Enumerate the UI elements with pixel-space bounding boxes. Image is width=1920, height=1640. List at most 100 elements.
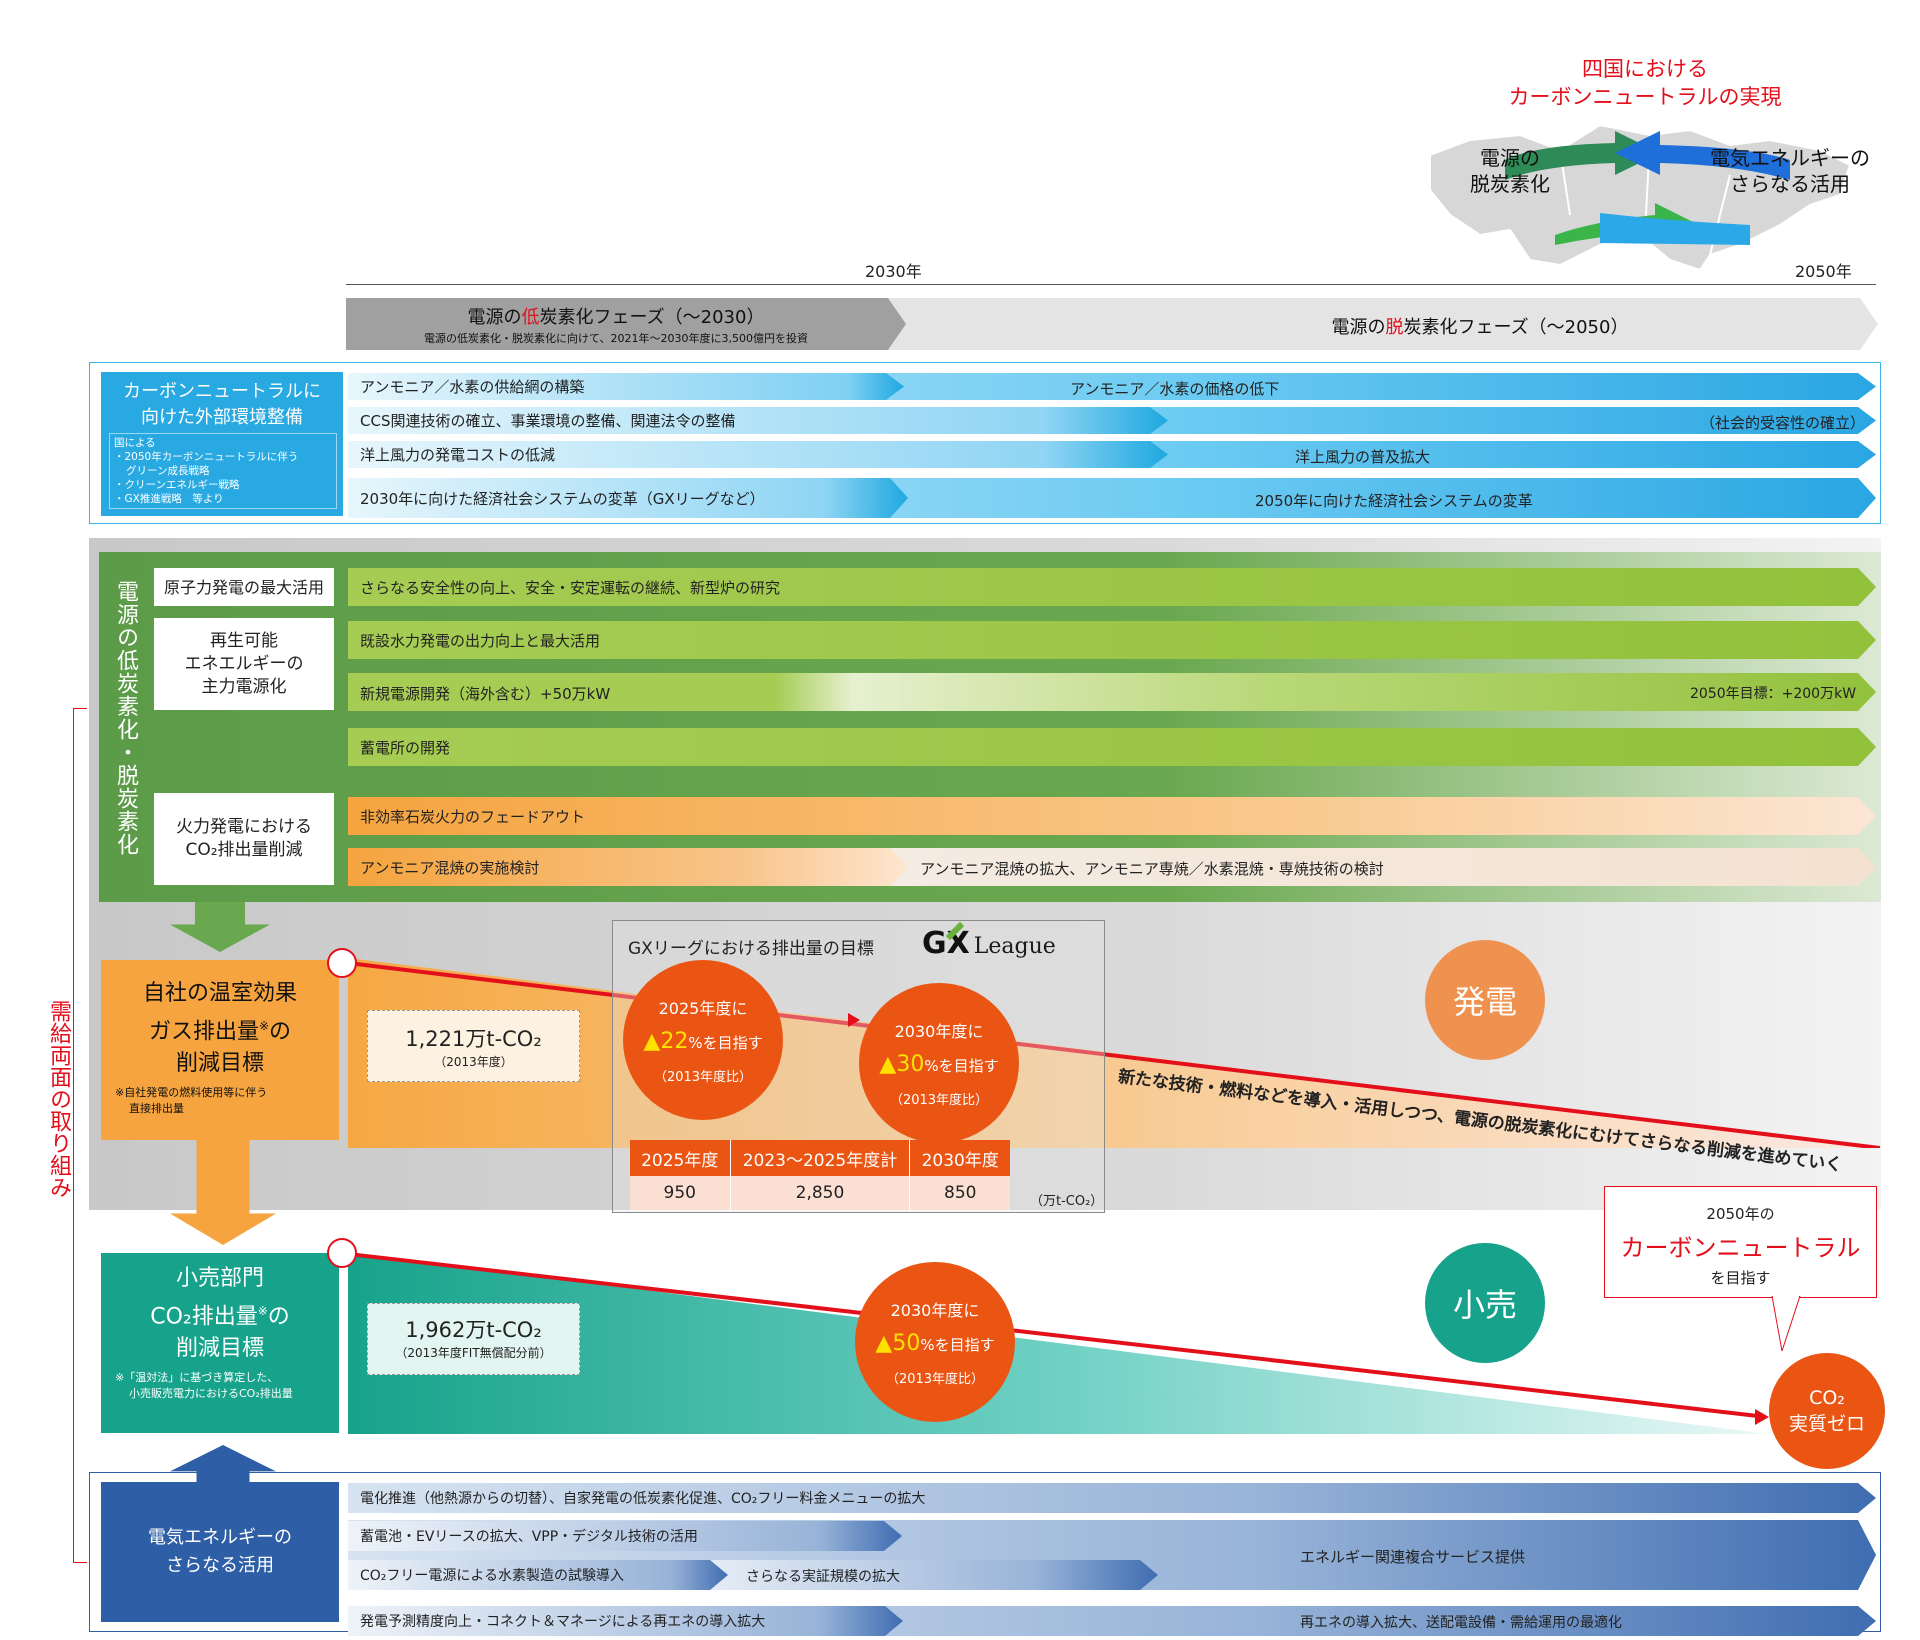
generation-box-note-line1: ※自社発電の燃料使用等に伴う (115, 1086, 268, 1100)
side-label-text: 需給両面の取り組み (46, 1000, 71, 1198)
external-label-line1: カーボンニュートラルに (123, 381, 321, 402)
map-title-line1: 四国における (1582, 57, 1708, 81)
demand-label-line1: 電気エネルギーの (148, 1527, 292, 1548)
map-title: 四国における カーボンニュートラルの実現 (1410, 55, 1880, 111)
retail-base-year: （2013年度FIT無償配分前） (395, 1346, 552, 1360)
demand-row-2: 蓄電池・EVリースの拡大、VPP・デジタル技術の活用 (348, 1521, 902, 1551)
gx-unit: （万t-CO₂） (1030, 1194, 1104, 1209)
retail-target-2030-line1: 2030年度に (890, 1301, 980, 1320)
external-row-1-left: アンモニア／水素の供給網の構築 (348, 373, 904, 400)
co2-zero-line2: 実質ゼロ (1788, 1413, 1865, 1435)
generation-box-line2-post: の (269, 1019, 292, 1045)
retail-box-line3: 削減目標 (175, 1336, 264, 1362)
gx-value-total: 2,850 (730, 1176, 911, 1210)
goal-callout-line3: を目指す (1710, 1269, 1771, 1287)
generation-box-note-line2: 直接排出量 (129, 1102, 184, 1116)
low-carbon-phase-arrow (346, 298, 906, 350)
external-row-3-right-text: 洋上風力の普及拡大 (1295, 448, 1431, 466)
retail-box-note-line2: 小売販売電力におけるCO₂排出量 (129, 1387, 293, 1401)
gx-header-total: 2023〜2025年度計 (730, 1140, 911, 1176)
thermal-bar-2-right-text: アンモニア混焼の拡大、アンモニア専焼／水素混焼・専焼技術の検討 (920, 860, 1384, 878)
generation-box-line2: ガス排出量※の (101, 1010, 339, 1048)
retail-wedge (348, 1252, 1768, 1434)
low-carbon-title-pre: 電源の (467, 307, 522, 328)
renew-bar-2-left-text: 新規電源開発（海外含む）+50万kW (360, 685, 611, 703)
demand-row-4-right-text: 再エネの導入拡大、送配電設備・需給運用の最適化 (1300, 1615, 1622, 1631)
target-2025-value: ▲22 (643, 1029, 689, 1054)
retail-base-box: 1,962万t-CO₂ （2013年度FIT無償配分前） (367, 1303, 580, 1375)
external-note-line5: ・GX推進戦略 等より (114, 493, 224, 505)
target-2025-circle: 2025年度に ▲22%を目指す （2013年度比） (623, 960, 783, 1120)
external-note-line4: ・クリーンエネルギー戦略 (114, 479, 240, 491)
retail-target-2030-unit: %を目指す (920, 1336, 995, 1354)
retail-target-2030-value: ▲50 (875, 1331, 921, 1356)
demand-label-box: 電気エネルギーの さらなる活用 (101, 1482, 339, 1622)
low-carbon-phase-title: 電源の低炭素化フェーズ（〜2030） (346, 303, 886, 329)
external-label-line2: 向けた外部環境整備 (141, 407, 303, 428)
gx-title: GXリーグにおける排出量の目標 (628, 939, 874, 959)
renew-label-line1: 再生可能 (210, 630, 278, 651)
gx-header-2025: 2025年度 (630, 1140, 731, 1176)
thermal-bar-2-left: アンモニア混焼の実施検討 (348, 848, 908, 886)
target-2030-main: ▲30%を目指す (879, 1052, 998, 1077)
blue-cycle-arrow-icon (1600, 131, 1790, 245)
external-row-4-left: 2030年に向けた経済社会システムの変革（GXリーグなど） (348, 478, 908, 518)
low-carbon-title-accent: 低 (521, 307, 540, 328)
supply-green-block (99, 552, 1881, 902)
retail-box: 小売部門 CO₂排出量※の 削減目標 ※「温対法」に基づき算定した、 小売販売電… (101, 1253, 339, 1433)
generation-base-year: （2013年度） (434, 1055, 513, 1069)
retail-target-2030-ref: （2013年度比） (885, 1372, 985, 1387)
retail-base-value: 1,962万t-CO₂ (405, 1318, 542, 1342)
retail-box-line2-text: CO₂排出量 (150, 1304, 258, 1330)
map-panel: 四国における カーボンニュートラルの実現 電源の 脱炭素化 電気エネルギーの さ… (1410, 55, 1880, 270)
supply-vertical-label: 電源の低炭素化・脱炭素化 (103, 580, 138, 880)
external-note-line2: ・2050年カーボンニュートラルに伴う (114, 451, 299, 463)
renew-bar-2-right-text: 2050年目標：+200万kW (1690, 686, 1857, 702)
side-bracket (73, 708, 87, 1563)
external-row-2-left: CCS関連技術の確立、事業環境の整備、関連法令の整備 (348, 407, 1168, 434)
generation-circle: 発電 (1425, 940, 1545, 1060)
retail-target-2030-main: ▲50%を目指す (875, 1331, 994, 1356)
external-row-2-right-text: （社会的受容性の確立） (1700, 414, 1866, 432)
target-2030-line1: 2030年度に (894, 1022, 984, 1041)
renew-label-box: 再生可能 エネエルギーの 主力電源化 (154, 618, 334, 710)
external-note-line1: 国による (114, 437, 156, 449)
renew-bar-1: 既設水力発電の出力向上と最大活用 (348, 621, 1876, 659)
map-right-label-line2: さらなる活用 (1730, 172, 1850, 196)
thermal-label-line2: CO₂排出量削減 (185, 840, 303, 860)
timeline-year-2050: 2050年 (1795, 262, 1852, 281)
demand-row-1: 電化推進（他熱源からの切替）、自家発電の低炭素化促進、CO₂フリー料金メニューの… (348, 1483, 1876, 1513)
decarb-title-accent: 脱 (1385, 317, 1404, 338)
target-2030-circle: 2030年度に ▲30%を目指す （2013年度比） (859, 983, 1019, 1143)
map-right-label: 電気エネルギーの さらなる活用 (1700, 145, 1880, 197)
goal-callout-line2: カーボンニュートラル (1620, 1234, 1861, 1262)
generation-base-value: 1,221万t-CO₂ (405, 1027, 542, 1051)
timeline-axis (346, 284, 1876, 285)
external-row-1-right-text: アンモニア／水素の価格の低下 (1070, 380, 1280, 398)
nuclear-label-box: 原子力発電の最大活用 (154, 568, 334, 606)
gx-table: 2025年度 2023〜2025年度計 2030年度 950 2,850 850 (630, 1140, 1010, 1210)
external-label-box: カーボンニュートラルに 向けた外部環境整備 国による ・2050年カーボンニュー… (101, 372, 343, 516)
generation-base-box: 1,221万t-CO₂ （2013年度） (367, 1010, 580, 1082)
supply-vertical-label-text: 電源の低炭素化・脱炭素化 (113, 580, 138, 856)
external-note-line3: グリーン成長戦略 (126, 465, 210, 477)
nuclear-bar: さらなる安全性の向上、安全・安定運転の継続、新型炉の研究 (348, 568, 1876, 606)
gx-logo-word: League (973, 934, 1056, 959)
gx-value-2030: 850 (944, 1183, 977, 1203)
retail-circle: 小売 (1425, 1243, 1545, 1363)
generation-box: 自社の温室効果 ガス排出量※の 削減目標 ※自社発電の燃料使用等に伴う 直接排出… (101, 960, 339, 1140)
gx-logo-mark: GX (922, 926, 970, 961)
gx-table-value-row: 950 2,850 850 (630, 1176, 1010, 1210)
retail-box-line2-sup: ※ (257, 1304, 268, 1318)
gx-value-2025: 950 (630, 1176, 731, 1210)
gx-header-2030: 2030年度 (921, 1150, 999, 1171)
thermal-label-box: 火力発電における CO₂排出量削減 (154, 793, 334, 885)
goal-callout: 2050年の カーボンニュートラル を目指す (1604, 1186, 1877, 1298)
retail-target-2030-circle: 2030年度に ▲50%を目指す （2013年度比） (855, 1262, 1015, 1422)
map-left-label-line2: 脱炭素化 (1470, 172, 1550, 196)
thermal-bar-1: 非効率石炭火力のフェードアウト (348, 797, 1876, 835)
external-frame (89, 362, 1881, 524)
generation-box-line2-sup: ※ (258, 1019, 270, 1033)
target-2025-unit: %を目指す (688, 1034, 763, 1052)
target-2025-main: ▲22%を目指す (643, 1029, 762, 1054)
